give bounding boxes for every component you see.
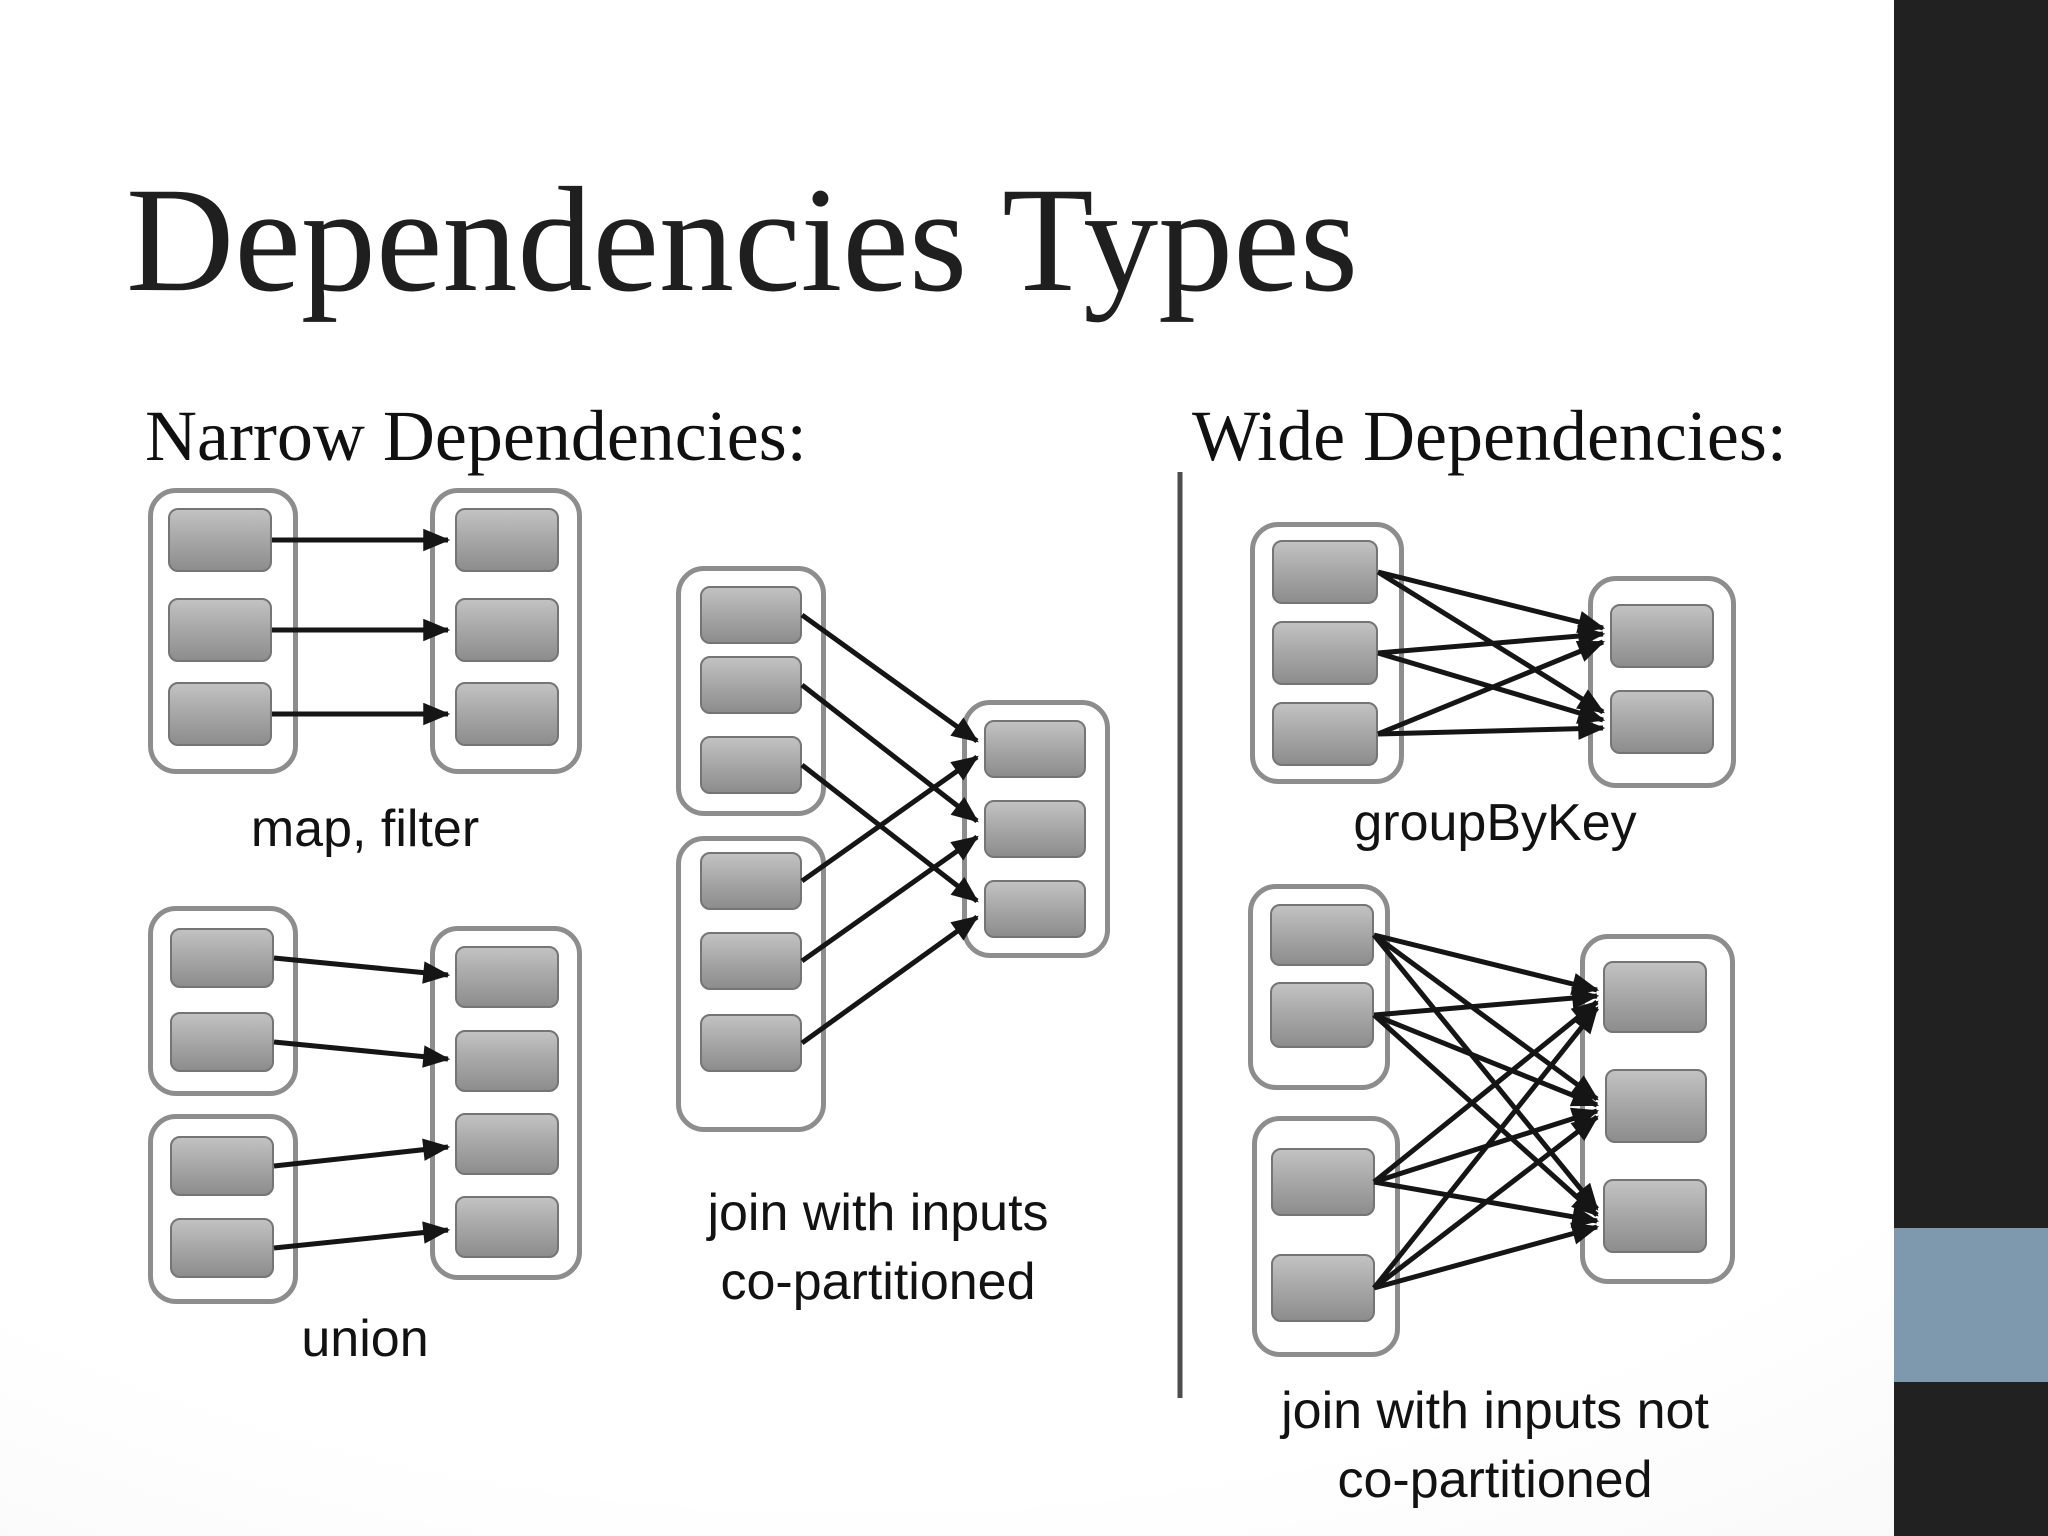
arrow xyxy=(273,955,451,984)
partition-box xyxy=(1270,904,1374,966)
partition-box xyxy=(455,1196,559,1258)
arrow xyxy=(1372,1013,1599,1217)
partition-box xyxy=(455,1030,559,1092)
arrow xyxy=(1372,933,1599,1211)
arrow xyxy=(800,763,979,903)
partition-box xyxy=(1271,1254,1375,1322)
label-line: co-partitioned xyxy=(720,1253,1036,1311)
slide-title: Dependencies Types xyxy=(126,157,1359,323)
arrow xyxy=(273,1221,451,1251)
partition-box xyxy=(1272,621,1378,685)
arrow xyxy=(800,754,979,884)
partition-box xyxy=(1610,690,1714,754)
partition-box xyxy=(1272,540,1378,604)
arrow xyxy=(800,612,979,744)
arrow xyxy=(1373,1179,1600,1228)
label-line: join with inputs not xyxy=(1281,1382,1709,1440)
arrow xyxy=(1373,1222,1600,1291)
partition-box xyxy=(1272,702,1378,766)
partition-box xyxy=(168,598,272,662)
arrow xyxy=(1377,717,1606,740)
arrow xyxy=(1373,986,1600,1018)
partition-box xyxy=(168,508,272,572)
partition-box xyxy=(700,932,802,990)
partition-box xyxy=(700,736,802,794)
partition-box xyxy=(700,852,802,910)
arrow xyxy=(1373,1107,1600,1185)
arrow xyxy=(800,683,979,823)
label-groupByKey: groupByKey xyxy=(1353,794,1637,852)
partition-box xyxy=(168,682,272,746)
label-line: co-partitioned xyxy=(1337,1451,1653,1509)
partition-box xyxy=(1605,1069,1707,1143)
partition-box xyxy=(455,1113,559,1175)
label-map-filter: map, filter xyxy=(250,800,480,858)
wide-dependencies-header: Wide Dependencies: xyxy=(1192,396,1787,476)
arrow xyxy=(1372,1000,1599,1184)
partition-box xyxy=(170,1012,274,1072)
partition-box xyxy=(700,1014,802,1072)
arrow xyxy=(273,1039,451,1068)
partition-box xyxy=(1610,604,1714,668)
arrow xyxy=(1373,932,1600,995)
partition-box xyxy=(455,682,559,746)
label-join-not-co-partitioned: join with inputs not co-partitioned xyxy=(1240,1377,1750,1515)
partition-box xyxy=(700,586,802,644)
partition-box xyxy=(455,508,559,572)
arrow xyxy=(1373,1012,1600,1108)
partition-box xyxy=(984,880,1086,938)
arrow xyxy=(1377,639,1606,737)
partition-box xyxy=(700,656,802,714)
partition-box xyxy=(170,1136,274,1196)
arrow xyxy=(273,1138,451,1169)
partition-box xyxy=(984,800,1086,858)
label-join-co-partitioned: join with inputs co-partitioned xyxy=(660,1179,1096,1317)
partition-box xyxy=(984,720,1086,778)
arrow xyxy=(1372,932,1599,1102)
partition-box xyxy=(1603,961,1707,1033)
accent-block xyxy=(1894,1228,2048,1382)
partition-box xyxy=(1270,982,1374,1048)
partition-box xyxy=(1603,1179,1707,1253)
partition-box xyxy=(455,946,559,1008)
arrow xyxy=(800,834,979,964)
partition-box xyxy=(170,1218,274,1278)
label-union: union xyxy=(301,1310,429,1368)
narrow-dependencies-header: Narrow Dependencies: xyxy=(145,396,807,476)
partition-box xyxy=(170,928,274,988)
arrow xyxy=(800,914,979,1046)
arrow xyxy=(1377,569,1606,633)
label-line: join with inputs xyxy=(707,1184,1049,1242)
partition-box xyxy=(455,598,559,662)
arrow xyxy=(1377,624,1606,656)
